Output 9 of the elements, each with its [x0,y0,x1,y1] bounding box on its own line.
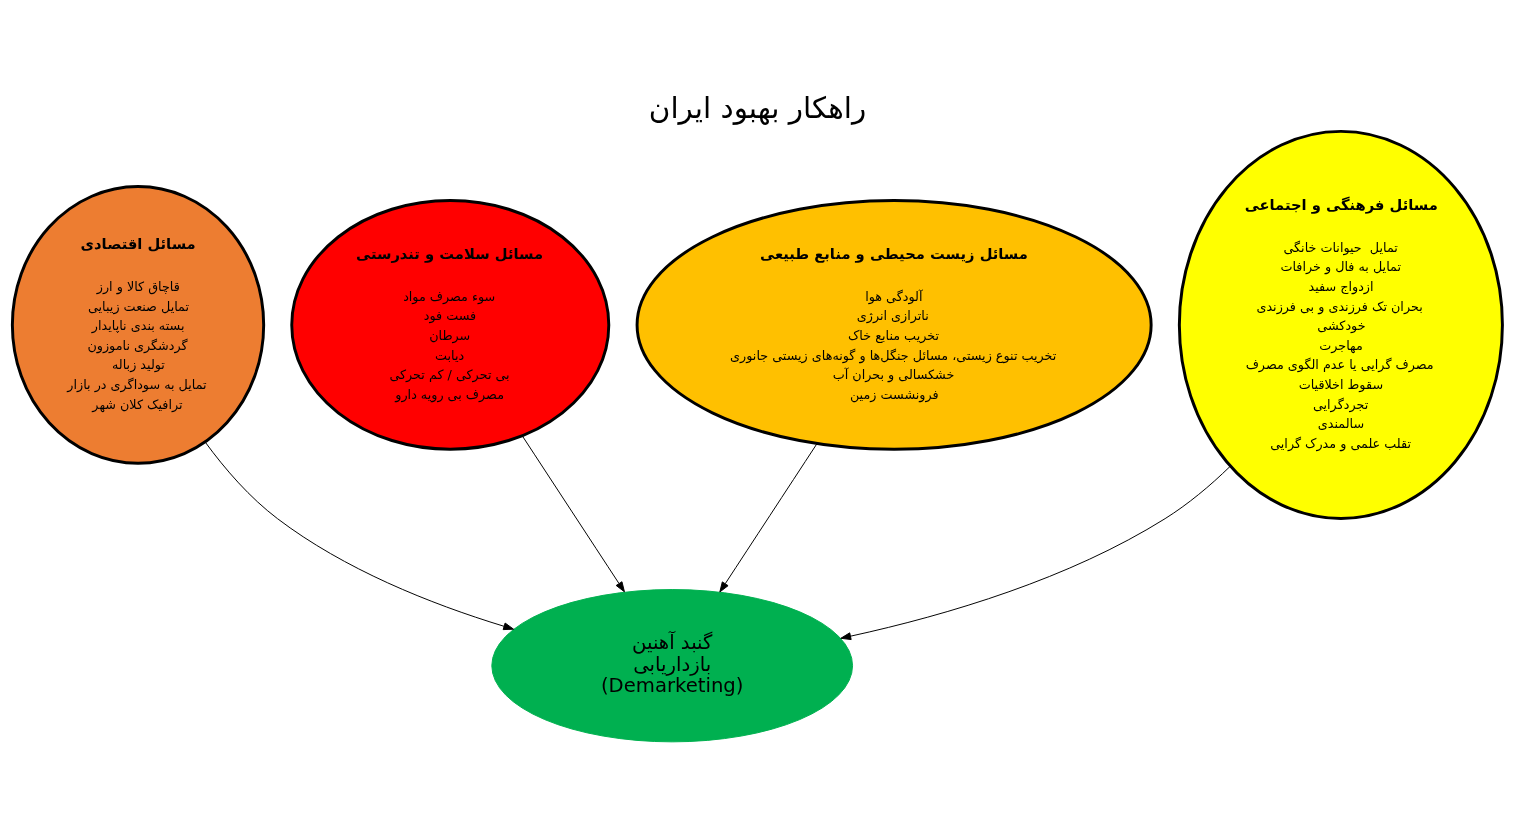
arrow [840,465,1231,640]
node-circle: مسائل اقتصادی قاچاق کالا و ارز تمایل صنعت زیبایی بسته بندی ناپایدار گردشگری ناموزون تولید زباله تمایل به سوداگری در بازار ترافیک کلان شهر [10,184,266,465]
arrow [204,440,515,630]
node-ellipse: مسائل سلامت و تندرستی سوء مصرف مواد فست فود سرطان دیابت بی تحرکی / کم تحرکی مصرف بی رویه دارو [290,198,611,451]
node-ellipse: مسائل فرهنگی و اجتماعی تمایل حیوانات خانگی تمایل به فال و خرافات ازدواج سفید بحران تک فرزندی و بی فرزندی خودکشی مهاجرت مصرف گرایی یا عدم الگوی مصرف سقوط اخلاقیات تجردگرایی سالمندی تقلب علمی و مدرک گرایی [1177,129,1504,520]
node-ellipse: مسائل زیست محیطی و منابع طبیعی آلودگی هوا ناترازی انرژی تخریب منابع خاک تخریب تنوع زیستی، مسائل جنگل‌ها و گونه‌های زیستی جانوری خشکسالی و بحران آب فرونشست زمین [635,198,1153,451]
arrow [719,442,818,592]
diagram-title: راهکار بهبود ایران [648,90,867,125]
arrow [521,434,625,592]
